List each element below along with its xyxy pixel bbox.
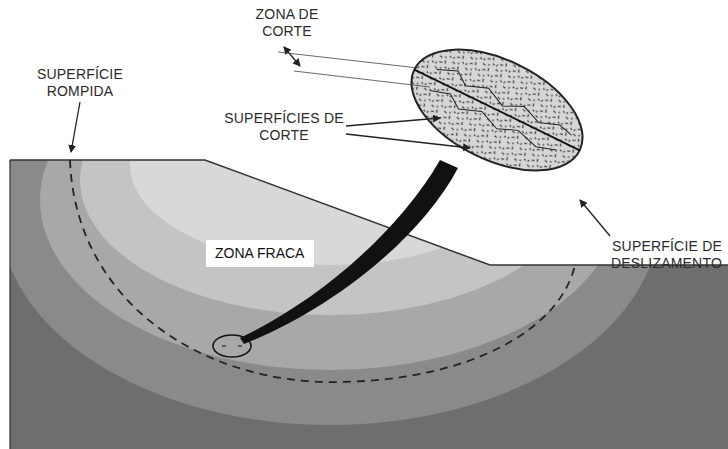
box-text: ZONA FRACA <box>215 245 305 262</box>
leader-line <box>346 134 470 148</box>
weak-zone-box: ZONA FRACA <box>206 240 314 267</box>
ground-edge <box>9 160 10 449</box>
leader-line <box>580 200 610 236</box>
failure-surface <box>70 160 575 382</box>
dimension-tick <box>278 52 430 87</box>
leader-line <box>346 118 440 126</box>
dimension-arrow <box>284 47 300 66</box>
surface-label: SUPERFÍCIE DE DESLIZAMENTO <box>598 238 722 272</box>
surface-label: SUPERFÍCIE ROMPIDA <box>30 66 130 100</box>
shear-zone-zoom <box>392 25 601 196</box>
zone-label: ZONA DE CORTE <box>245 6 329 40</box>
leader-line <box>71 102 80 152</box>
ground <box>0 5 728 449</box>
surface-label: SUPERFÍCIES DE CORTE <box>222 110 346 144</box>
